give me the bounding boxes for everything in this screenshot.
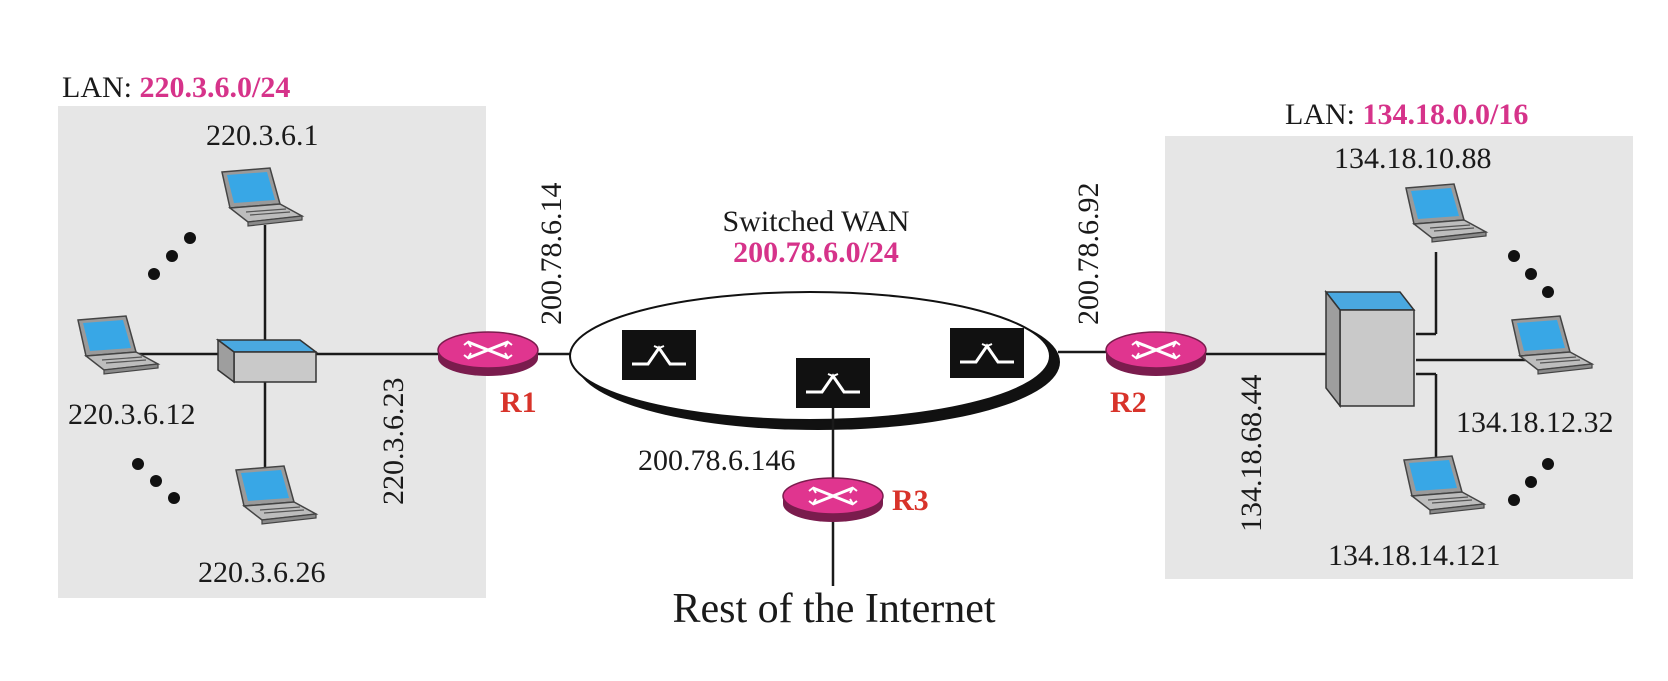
left-lan-title: LAN: 220.3.6.0/24 (62, 71, 290, 104)
r1-lan-interface-address: 220.3.6.23 (377, 378, 410, 506)
wan-network: 200.78.6.0/24 (733, 236, 899, 269)
r2-wan-interface-address: 200.78.6.92 (1072, 183, 1105, 326)
internet-label: Rest of the Internet (672, 586, 995, 632)
left-bottom-host-address: 220.3.6.26 (198, 556, 326, 589)
left-more-hosts-dots-upper (148, 232, 196, 280)
r1-label: R1 (500, 386, 537, 419)
r2-router-icon (1104, 330, 1208, 378)
right-lan-hub-icon (1324, 289, 1416, 409)
r3-router-icon (781, 476, 885, 524)
right-more-hosts-dots-lower (1508, 458, 1554, 506)
wan-switch-middle-icon (794, 356, 872, 410)
r1-wan-interface-address: 200.78.6.14 (535, 183, 568, 326)
wan-switch-right-icon (948, 326, 1026, 380)
wan-title: Switched WAN (723, 205, 910, 238)
r3-label: R3 (892, 484, 929, 517)
r1-router-icon (436, 330, 540, 378)
left-mid-host-address: 220.3.6.12 (68, 398, 196, 431)
left-lan-switch-icon (215, 338, 319, 384)
right-bottom-host-address: 134.18.14.121 (1328, 539, 1501, 572)
right-top-host-address: 134.18.10.88 (1334, 142, 1492, 175)
right-mid-host-address: 134.18.12.32 (1456, 406, 1614, 439)
r2-lan-interface-address: 134.18.68.44 (1235, 375, 1268, 533)
wan-switch-left-icon (620, 328, 698, 382)
right-more-hosts-dots-upper (1508, 250, 1554, 298)
left-more-hosts-dots-lower (132, 458, 180, 504)
right-lan-title: LAN: 134.18.0.0/16 (1285, 98, 1528, 131)
r3-wan-interface-address: 200.78.6.146 (638, 444, 796, 477)
left-top-host-address: 220.3.6.1 (206, 119, 319, 152)
r2-label: R2 (1110, 386, 1147, 419)
